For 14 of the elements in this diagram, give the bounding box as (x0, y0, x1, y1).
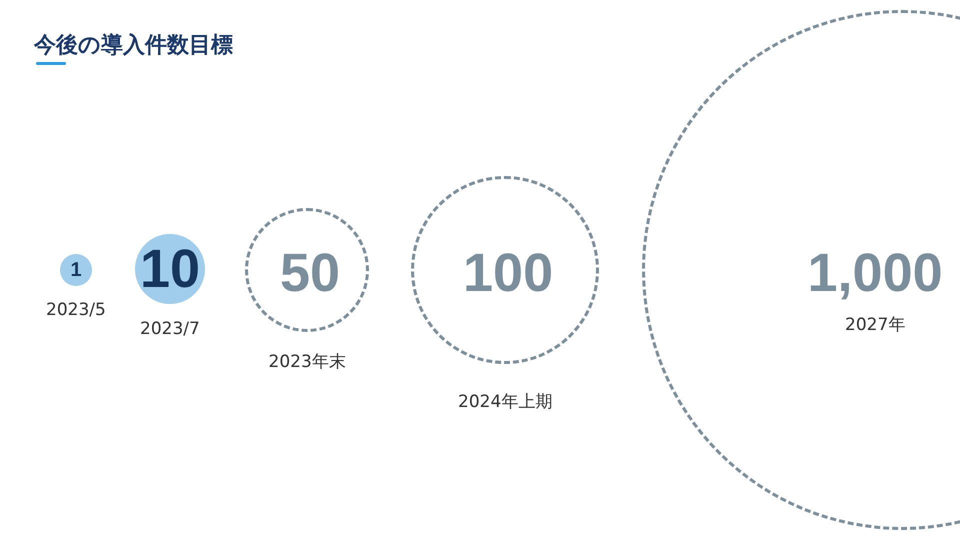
number: 1,000 (808, 246, 943, 300)
date-label: 2023年末 (268, 354, 346, 371)
number: 50 (280, 246, 340, 300)
date-label: 2027年 (845, 317, 906, 334)
number: 1 (70, 260, 82, 280)
date-label: 2023/7 (140, 321, 200, 338)
number: 10 (140, 242, 200, 296)
dashed-circle (411, 176, 599, 364)
dashed-circle (245, 208, 369, 332)
filled-circle (60, 254, 92, 286)
number: 100 (463, 246, 554, 300)
date-label: 2024年上期 (458, 394, 552, 411)
title: 今後の導入件数目標 (34, 32, 233, 60)
date-label: 2023/5 (46, 302, 106, 319)
